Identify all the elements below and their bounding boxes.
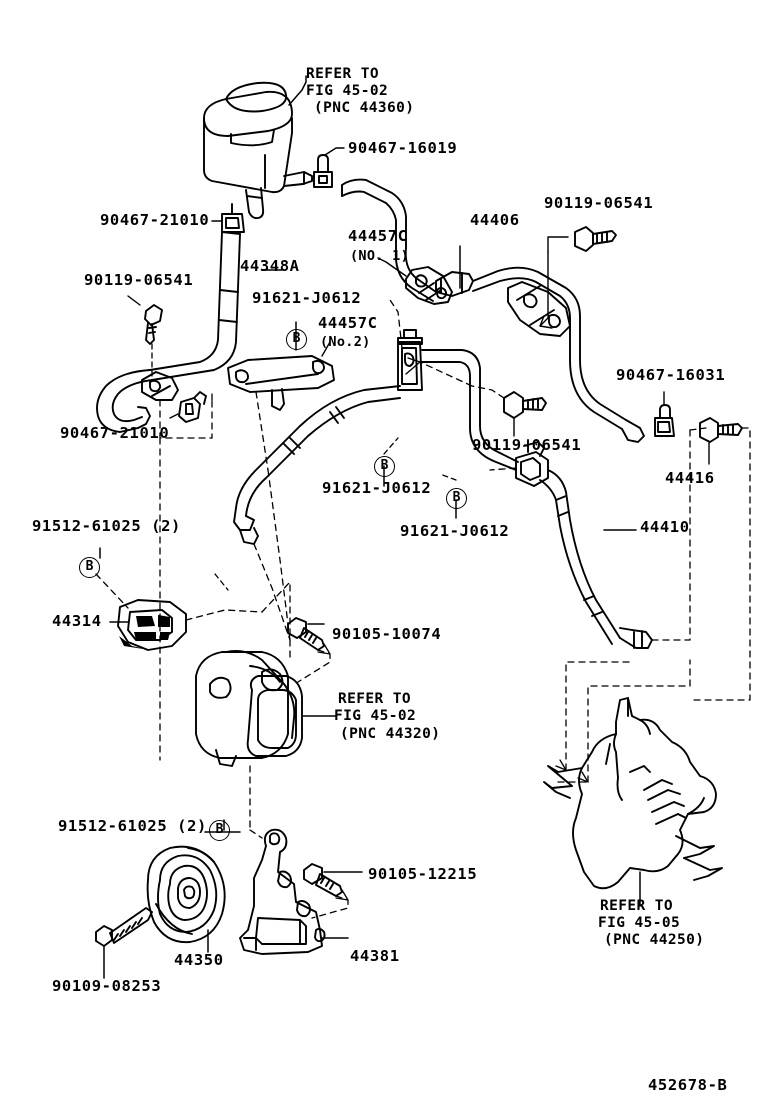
connector-block-center	[397, 329, 423, 391]
reservoir-tank	[203, 81, 313, 220]
label-44314: 44314	[52, 612, 102, 630]
label-44457c-no2: 44457C	[318, 314, 378, 332]
bolt-90105-10074	[287, 617, 325, 651]
bolt-90119-06541-top	[574, 226, 617, 252]
label-44381: 44381	[350, 947, 400, 965]
refer-44250-line2: FIG 45-05	[598, 915, 681, 931]
bolt-90109-08253	[95, 907, 153, 947]
label-44416: 44416	[665, 469, 715, 487]
badge-b-91621-low: B	[446, 488, 467, 509]
pulley-44350	[146, 845, 226, 944]
refer-44250-line1: REFER TO	[600, 898, 674, 914]
refer-44360-line2: FIG 45-02	[306, 83, 389, 99]
refer-44250-line3: (PNC 44250)	[604, 932, 705, 948]
refer-44360-line1: REFER TO	[306, 66, 380, 82]
label-90119-06541-top: 90119-06541	[544, 194, 654, 212]
badge-b-91621-top: B	[286, 329, 307, 350]
badge-b-91621-mid: B	[374, 456, 395, 477]
label-91621-j0612-top: 91621-J0612	[252, 289, 362, 307]
part-44314	[117, 599, 187, 651]
tube-44406	[341, 178, 645, 443]
label-90467-21010-mid: 90467-21010	[60, 424, 170, 442]
refer-44320-line3: (PNC 44320)	[340, 726, 441, 742]
tube-main-center	[233, 385, 401, 545]
refer-44320-line1: REFER TO	[338, 691, 412, 707]
label-44348a: 44348A	[240, 257, 300, 275]
label-91512-61025-upper: 91512-61025 (2)	[32, 517, 181, 535]
fitting-mid-right	[515, 439, 549, 487]
bracket-44457c-no2	[227, 355, 335, 411]
label-91512-61025-lower: 91512-61025 (2)	[58, 817, 207, 835]
bolt-90119-06541-mid	[503, 391, 547, 419]
label-91621-j0612-low: 91621-J0612	[400, 522, 510, 540]
label-90467-21010-top: 90467-21010	[100, 211, 210, 229]
label-44457c-no1-sub: (NO. 1)	[350, 248, 409, 264]
label-90105-10074: 90105-10074	[332, 625, 442, 643]
bolt-90119-06541-left	[144, 304, 163, 345]
bolt-90105-12215	[303, 863, 343, 897]
bracket-center-right	[507, 281, 571, 337]
label-90119-06541-mid: 90119-06541	[472, 436, 582, 454]
refer-44360-line3: (PNC 44360)	[314, 100, 415, 116]
label-44410: 44410	[640, 518, 690, 536]
label-90119-06541-left: 90119-06541	[84, 271, 194, 289]
bracket-44457c-no1	[405, 266, 453, 305]
label-44350: 44350	[174, 951, 224, 969]
bracket-left-small	[141, 371, 179, 401]
label-91621-j0612-mid: 91621-J0612	[322, 479, 432, 497]
label-44457c-no2-sub: (No.2)	[320, 334, 371, 350]
clip-90467-21010-mid	[178, 391, 207, 423]
clip-90467-21010-top	[221, 203, 245, 233]
clip-90467-16031	[654, 404, 675, 437]
tube-connector-right	[421, 349, 519, 471]
part-44416	[699, 417, 743, 443]
clip-90467-16019	[313, 154, 333, 188]
label-90105-12215: 90105-12215	[368, 865, 478, 883]
label-44457c-no1: 44457C	[348, 227, 408, 245]
bracket-44381	[239, 828, 326, 955]
label-90109-08253: 90109-08253	[52, 977, 162, 995]
steering-gear-44250	[543, 697, 723, 890]
badge-b-91512-upper: B	[79, 557, 100, 578]
refer-44320-line2: FIG 45-02	[334, 708, 417, 724]
label-90467-16031: 90467-16031	[616, 366, 726, 384]
badge-b-91512-lower: B	[209, 820, 230, 841]
tube-44348a	[96, 231, 241, 433]
label-44406: 44406	[470, 211, 520, 229]
label-90467-16019: 90467-16019	[348, 139, 458, 157]
diagram-id: 452678-B	[648, 1076, 728, 1094]
tube-44410	[539, 469, 653, 649]
pump-44320	[195, 650, 303, 767]
